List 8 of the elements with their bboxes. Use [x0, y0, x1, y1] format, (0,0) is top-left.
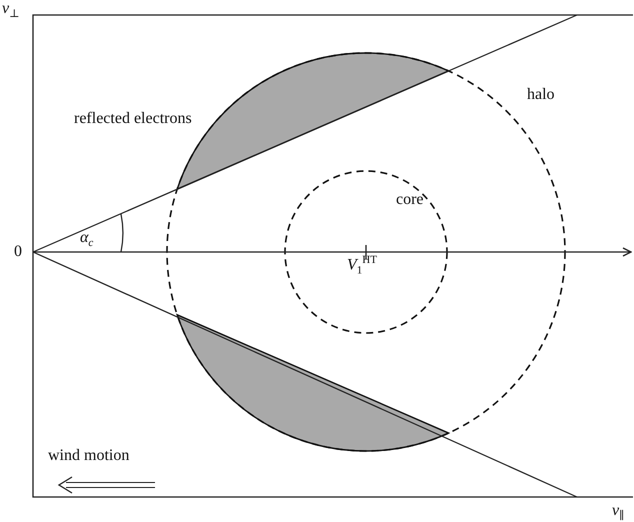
axis-label: v$_{⊥}$ [2, 0, 20, 20]
origin-label: 0 [14, 243, 22, 261]
region-label: halo [527, 86, 555, 104]
motion-label: wind motion [48, 447, 130, 465]
region-label: core [396, 191, 424, 209]
axis-label: v$_{∥}$ [612, 502, 624, 522]
region-label: reflected electrons [74, 110, 192, 128]
angle-label: α$_{c}$ [80, 229, 94, 250]
